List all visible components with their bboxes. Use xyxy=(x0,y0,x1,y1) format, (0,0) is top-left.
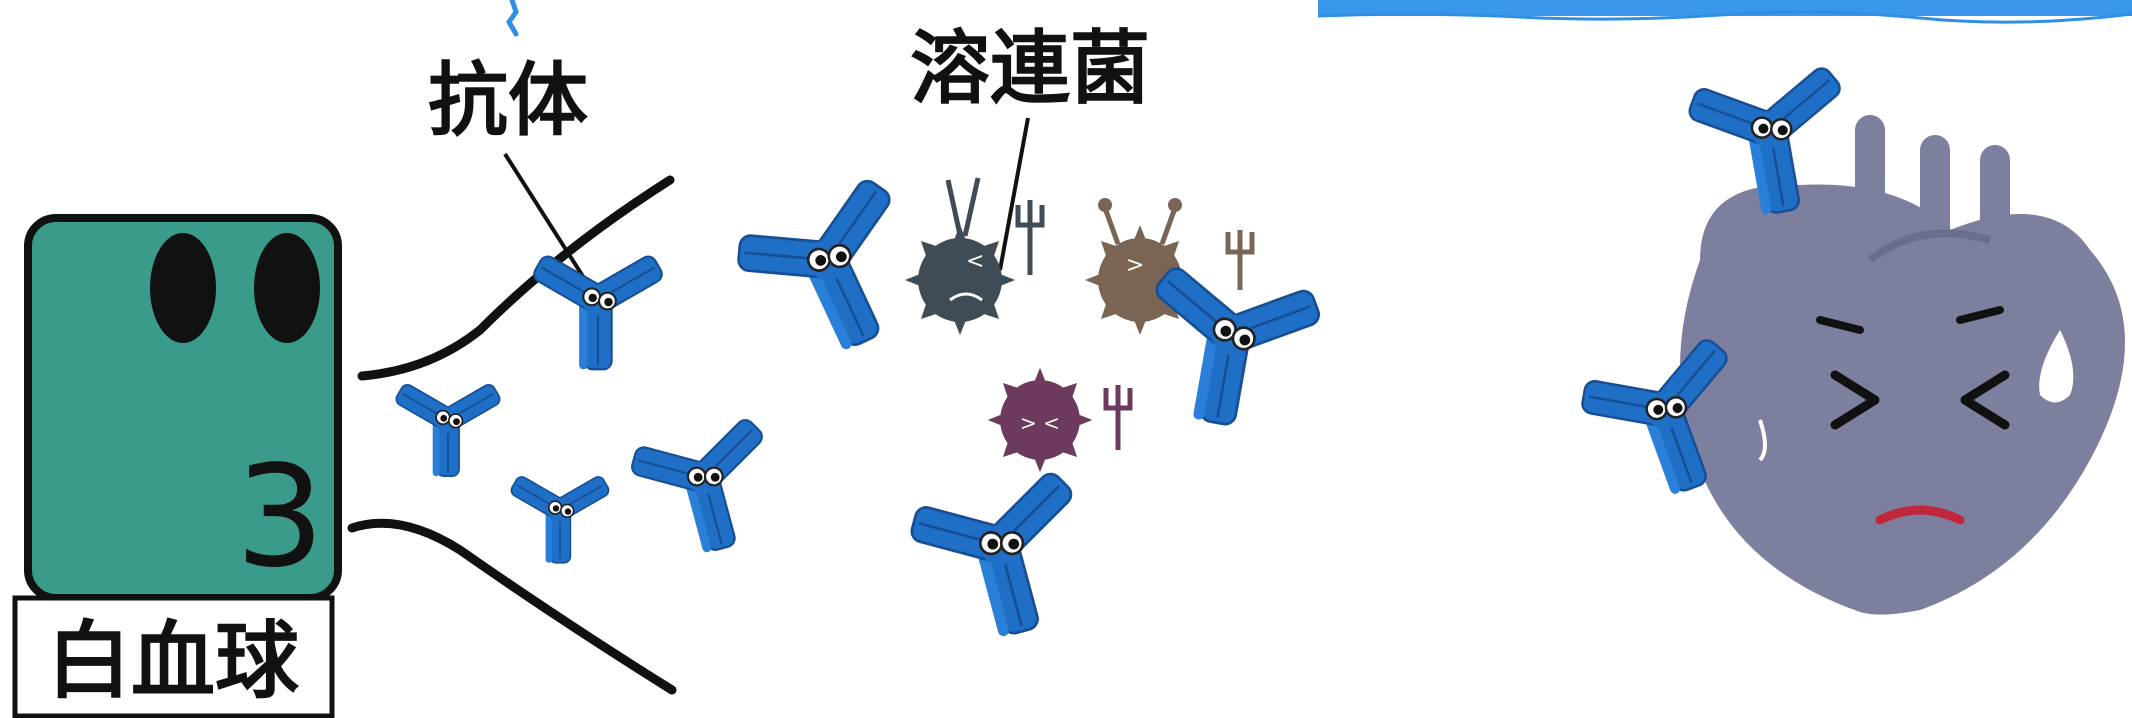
white-blood-cell: 3 xyxy=(24,214,342,602)
emission-line-bottom xyxy=(347,518,677,695)
wbc-label: 白血球 xyxy=(47,612,300,710)
antibody-1 xyxy=(530,252,666,371)
antibody-attached-2 xyxy=(1130,259,1329,440)
strep-pointer xyxy=(998,117,1030,271)
emission-line-top xyxy=(357,175,675,381)
top-scribble-right xyxy=(1317,0,2132,24)
wbc-label-box: 白血球 xyxy=(12,595,335,718)
bacterium-purple: > < xyxy=(987,367,1133,473)
wbc-right-eye xyxy=(254,233,320,343)
svg-text:> <: > < xyxy=(1020,411,1060,435)
wbc-left-eye xyxy=(150,233,216,343)
antibody-2 xyxy=(393,381,503,477)
svg-text:>: > xyxy=(1126,253,1144,278)
antibody-4 xyxy=(622,411,792,568)
antibody-3 xyxy=(508,473,612,564)
bacterium-dark: < xyxy=(905,177,1045,335)
wbc-number: 3 xyxy=(235,436,324,599)
antibody-attached-1 xyxy=(723,168,945,379)
antibody-attached-3 xyxy=(900,463,1108,655)
top-scribble-left xyxy=(506,0,519,37)
antibody-label: 抗体 xyxy=(428,54,588,147)
sad-heart xyxy=(1680,115,2125,615)
strep-label: 溶連菌 xyxy=(910,22,1150,115)
bacterium-brown: > xyxy=(1085,198,1255,335)
svg-text:<: < xyxy=(966,249,984,274)
